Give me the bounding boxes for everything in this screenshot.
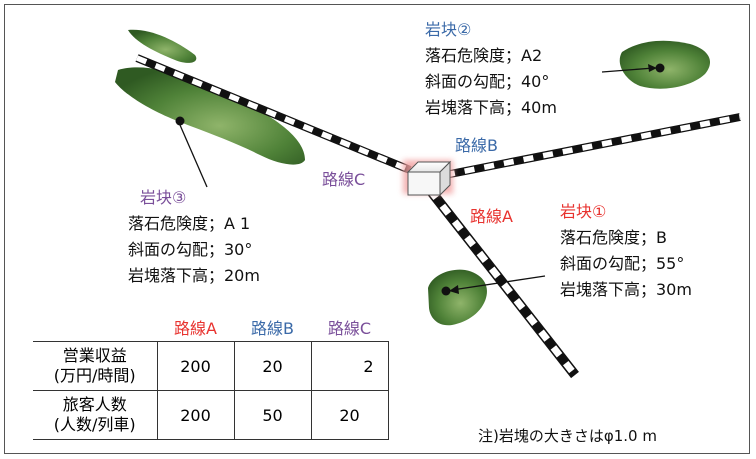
rock2-leader — [601, 67, 655, 73]
row-label-line2: (万円/時間) — [53, 366, 136, 385]
table-cell: 20 — [233, 341, 312, 391]
rock2-line2: 斜面の勾配；40° — [425, 72, 550, 91]
slope-rock2 — [619, 40, 710, 89]
rock1-leader — [451, 275, 546, 291]
route-b-label: 路線B — [455, 136, 498, 155]
route-data-table: 路線A 路線B 路線C 営業収益 (万円/時間) 200 20 2 旅客人数 (… — [33, 313, 389, 440]
rock1-line1: 落石危険度；B — [560, 228, 667, 247]
rock3-title: 岩块③ — [140, 188, 187, 207]
route-c-label: 路線C — [322, 170, 366, 189]
rock2-line1: 落石危険度；A2 — [425, 46, 543, 65]
row-label-line2: (人数/列車) — [53, 415, 136, 434]
rock3-line1: 落石危険度；A 1 — [128, 214, 251, 233]
table-cell: 50 — [233, 390, 312, 440]
rock1-line2: 斜面の勾配；55° — [560, 254, 685, 273]
table-cell: 200 — [156, 390, 235, 440]
rock2-title: 岩块② — [425, 20, 472, 39]
rock2-dot — [655, 63, 665, 73]
slope-rock3 — [115, 67, 305, 165]
size-note: 注)岩塊の大きさはφ1.0 m — [478, 427, 657, 445]
table-cell: 20 — [310, 390, 389, 440]
route-a-label: 路線A — [470, 207, 513, 226]
rock3-dot — [175, 116, 185, 126]
rock1-dot — [441, 286, 451, 296]
figure-frame — [4, 4, 750, 454]
row-label-line1: 営業収益 — [62, 346, 127, 365]
table-corner — [33, 313, 157, 342]
table-row: 旅客人数 (人数/列車) 200 50 20 — [33, 390, 389, 440]
table-row: 営業収益 (万円/時間) 200 20 2 — [33, 341, 389, 391]
row-label-revenue: 営業収益 (万円/時間) — [33, 341, 158, 391]
rock2-arrowhead — [648, 64, 657, 72]
rock2-line3: 岩塊落下高；40m — [425, 98, 557, 117]
row-label-line1: 旅客人数 — [62, 395, 127, 414]
table-cell: 2 — [310, 341, 389, 391]
slope-rock1 — [428, 269, 488, 326]
rock3-line3: 岩塊落下高；20m — [128, 266, 260, 285]
rock3-line2: 斜面の勾配；30° — [128, 240, 253, 259]
slope-rock-small — [128, 29, 197, 63]
table-header-route-c: 路線C — [311, 313, 388, 342]
row-label-passengers: 旅客人数 (人数/列車) — [33, 390, 158, 440]
table-header-route-a: 路線A — [157, 313, 234, 342]
rock1-arrowhead — [449, 285, 459, 294]
route-c-track — [135, 54, 412, 174]
rock1-line3: 岩塊落下高；30m — [560, 280, 692, 299]
route-b-track — [444, 113, 741, 179]
rock3-leader — [179, 124, 208, 188]
table-header-row: 路線A 路線B 路線C — [33, 313, 388, 342]
station-box — [403, 160, 453, 197]
table-cell: 200 — [156, 341, 235, 391]
table-header-route-b: 路線B — [234, 313, 311, 342]
rock1-title: 岩块① — [560, 202, 607, 221]
